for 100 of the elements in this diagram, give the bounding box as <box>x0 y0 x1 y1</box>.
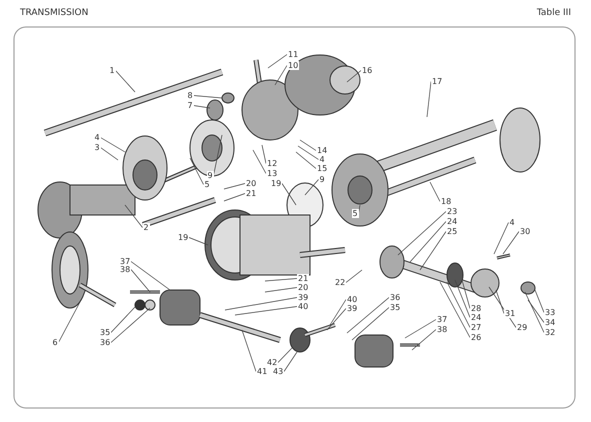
callout-number: 18 <box>440 197 452 206</box>
callout-number: 42 <box>266 358 278 367</box>
callout-number: 9 <box>206 171 214 180</box>
leader-line <box>440 282 470 338</box>
callout-number: 6 <box>52 338 59 347</box>
callout-number: 4 <box>94 133 101 142</box>
leader-line <box>274 65 288 86</box>
leader-line <box>252 150 266 174</box>
leader-line <box>412 329 436 350</box>
callout-number: 17 <box>431 77 444 86</box>
leader-line <box>188 237 208 246</box>
leader-line <box>124 204 143 228</box>
leader-line <box>296 152 316 169</box>
callout-number: 38 <box>436 325 448 334</box>
callout-number: 39 <box>346 304 358 313</box>
leader-line <box>110 308 150 343</box>
callout-number: 20 <box>297 283 310 292</box>
callout-number: 21 <box>297 274 310 283</box>
leader-line <box>115 70 136 92</box>
callout-number: 19 <box>177 233 190 242</box>
leader-line <box>130 269 150 292</box>
callout-number: 30 <box>519 227 532 236</box>
callout-number: 39 <box>297 293 310 302</box>
callout-number: 28 <box>470 304 482 313</box>
callout-number: 41 <box>256 367 268 376</box>
callout-number: 1 <box>108 66 116 75</box>
callout-number: 20 <box>245 179 258 188</box>
leader-line <box>234 306 298 316</box>
callout-number: 21 <box>245 189 258 198</box>
leader-line <box>58 302 80 343</box>
leader-line <box>420 231 446 270</box>
callout-number: 38 <box>119 265 132 274</box>
leader-line <box>193 105 210 108</box>
table-number: Table III <box>536 8 571 18</box>
leader-line <box>534 290 544 313</box>
leader-line <box>298 146 319 160</box>
leader-line <box>326 308 346 330</box>
leader-line <box>454 280 470 318</box>
leader-line <box>304 179 319 196</box>
leader-line <box>282 183 296 206</box>
leader-line <box>190 158 204 185</box>
callout-number: 29 <box>516 323 528 332</box>
leader-line <box>528 300 544 323</box>
callout-number: 19 <box>270 179 282 188</box>
leader-line <box>193 95 222 98</box>
page-title: TRANSMISSION <box>20 8 88 18</box>
leader-line <box>462 280 470 309</box>
callout-number: 14 <box>316 146 328 155</box>
callout-number: 43 <box>272 367 284 376</box>
leader-line <box>110 306 136 333</box>
leader-line <box>242 330 256 372</box>
leader-line <box>524 292 544 333</box>
leader-line <box>278 348 292 363</box>
leader-line <box>300 140 316 151</box>
callout-number: 3 <box>94 143 101 152</box>
callout-number: 9 <box>318 175 326 184</box>
leader-line <box>224 297 298 310</box>
leader-line <box>398 211 446 256</box>
callout-number: 8 <box>186 91 194 100</box>
callout-number: 15 <box>316 164 328 173</box>
callout-number: 13 <box>266 169 278 178</box>
callout-number: 36 <box>99 338 112 347</box>
leader-line <box>502 231 520 254</box>
callout-number: 4 <box>508 218 516 227</box>
leader-line <box>496 290 504 314</box>
leader-line <box>284 352 298 372</box>
leader-line <box>346 270 362 283</box>
leader-line <box>430 182 440 202</box>
callout-number: 32 <box>544 328 556 337</box>
leader-line <box>494 222 509 254</box>
leader-line <box>213 134 222 176</box>
callout-number: 4 <box>318 155 326 164</box>
callout-number: 34 <box>544 318 556 327</box>
leader-line <box>426 81 432 118</box>
callout-number: 35 <box>389 303 402 312</box>
callout-number: 24 <box>446 217 458 226</box>
leader-line <box>264 287 298 292</box>
callout-number: 2 <box>142 223 150 232</box>
leader-line <box>446 282 470 328</box>
leader-line <box>268 54 288 68</box>
leader-line <box>100 137 126 152</box>
leader-line <box>346 70 362 82</box>
callout-number: 35 <box>99 328 112 337</box>
callout-number: 40 <box>297 302 310 311</box>
callout-number: 33 <box>544 308 556 317</box>
callout-number: 23 <box>446 207 458 216</box>
callout-number: 5 <box>204 180 211 189</box>
leader-line <box>224 193 246 202</box>
callout-number: 40 <box>346 295 358 304</box>
callout-number: 37 <box>436 315 448 324</box>
leader-line <box>488 286 516 328</box>
callout-number: 27 <box>470 323 482 332</box>
leader-line <box>352 307 390 340</box>
callout-number: 22 <box>334 278 346 287</box>
callout-number: 25 <box>446 227 458 236</box>
leader-line <box>410 221 446 262</box>
leader-line <box>346 297 390 334</box>
leader-line <box>262 144 266 164</box>
leader-line <box>224 183 246 190</box>
callout-number: 11 <box>287 50 300 59</box>
